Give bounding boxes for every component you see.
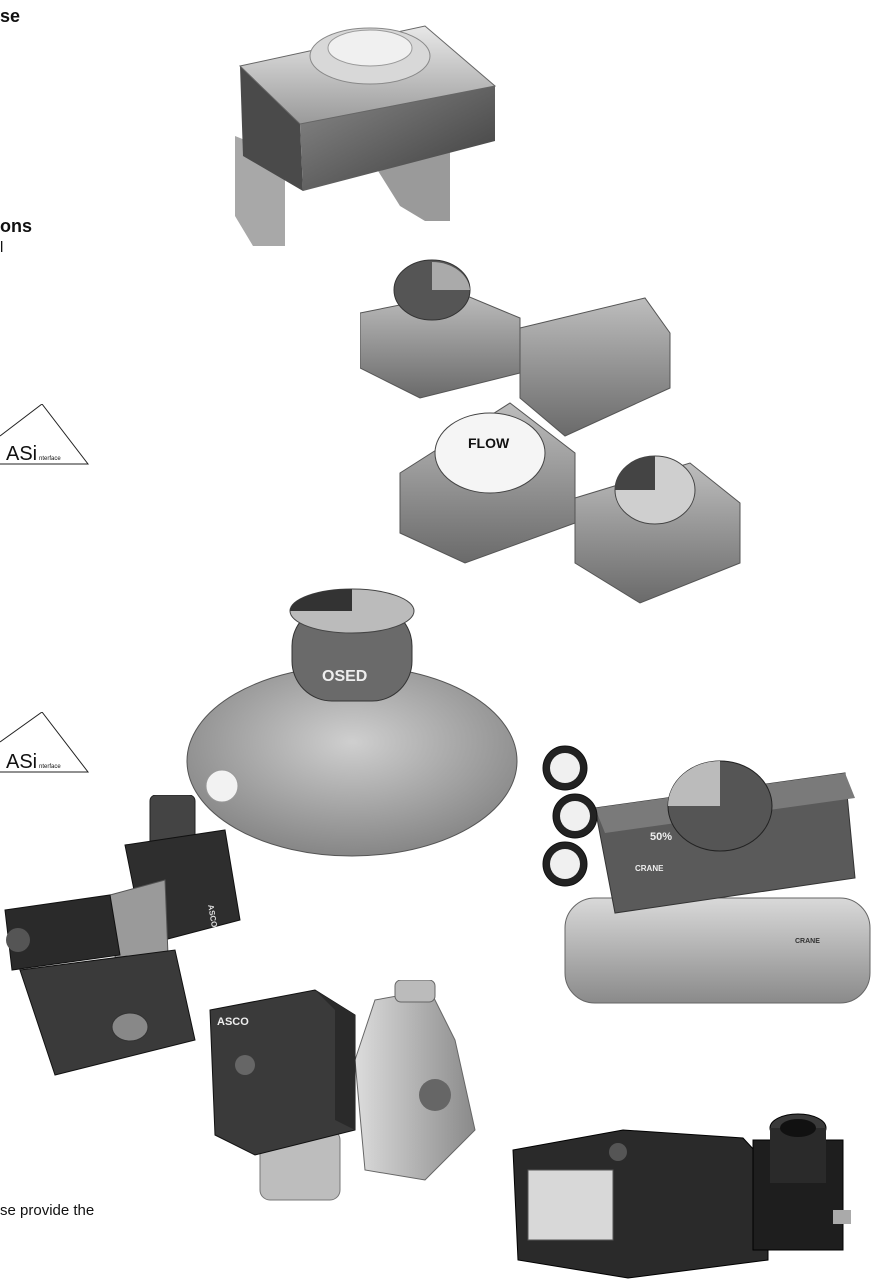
asi-interface-badge: ASi nterface: [0, 711, 90, 781]
black-solenoid-bracket-photo: ASCO: [0, 795, 250, 1080]
explosionproof-switch-photo: OSED: [182, 586, 522, 861]
positioner-actuator-photo: 50% CRANE CRANE: [535, 728, 875, 1018]
crane-brand-label: CRANE: [635, 864, 664, 873]
switchboxes-group-photo: FLOW: [360, 258, 750, 608]
asi-main-label: ASi: [6, 443, 37, 465]
asi-interface-badge: ASi nterface: [0, 403, 90, 473]
mid-heading-fragment: ons: [0, 216, 33, 236]
top-heading-fragment: se: [0, 6, 21, 26]
asi-sub-label: nterface: [39, 456, 61, 462]
asi-main-label: ASi: [6, 751, 37, 773]
asco-solenoid-valve-photo: ASCO: [205, 980, 490, 1205]
crane-brand-label-2: CRANE: [795, 938, 820, 945]
percent-label: 50%: [650, 831, 672, 843]
flow-label: FLOW: [468, 435, 510, 451]
asi-triangle-icon: ASi nterface: [0, 403, 90, 465]
bottom-line-fragment: se provide the: [0, 1202, 95, 1219]
switchbox-bracket-photo: [225, 6, 515, 251]
mid-subline-fragment: l: [0, 239, 4, 256]
closed-label: OSED: [322, 668, 367, 685]
asi-triangle-icon: ASi nterface: [0, 711, 90, 773]
asco-label-2: ASCO: [217, 1016, 249, 1028]
asco-label: ASCO: [206, 904, 219, 928]
black-rectangular-solenoid-photo: [508, 1110, 854, 1280]
asi-sub-label: nterface: [39, 764, 61, 770]
